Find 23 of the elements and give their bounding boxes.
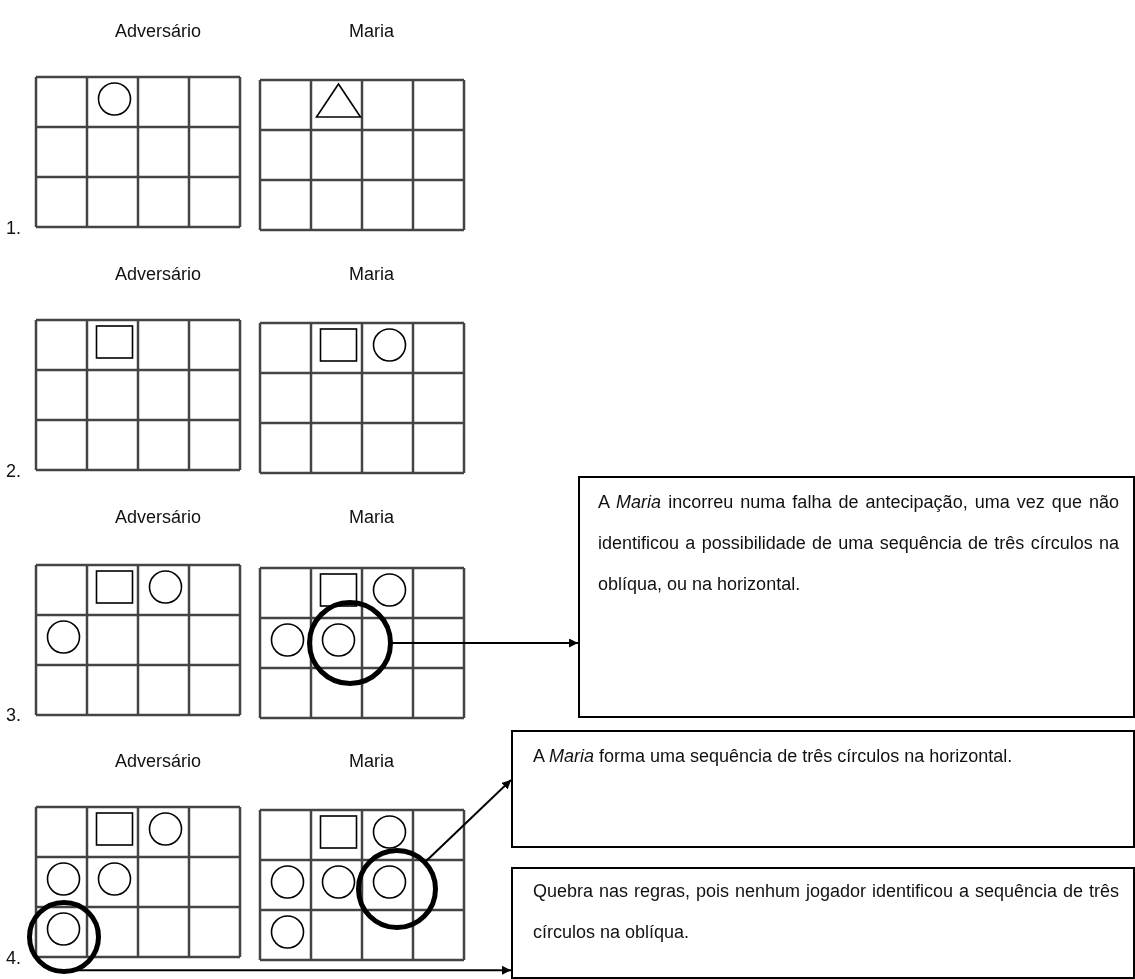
row-number: 1.	[6, 217, 21, 239]
highlight-ring	[307, 600, 393, 686]
callout-box	[578, 476, 1135, 718]
highlight-ring	[27, 900, 101, 974]
arrow	[424, 779, 512, 864]
callout-text: Quebra nas regras, pois nenhum jogador identificou a sequência de três círculos na oblíqua.	[533, 880, 1119, 944]
callout-text: A Maria forma uma sequência de três círculos na horizontal.	[533, 745, 1014, 768]
row-number: 4.	[6, 947, 21, 969]
callout-box	[511, 730, 1135, 848]
arrow	[390, 638, 579, 648]
player-label: Maria	[349, 263, 394, 285]
player-label: Maria	[349, 750, 394, 772]
callout-box	[511, 867, 1135, 979]
player-label: Adversário	[115, 506, 202, 528]
highlight-ring	[356, 848, 438, 930]
player-label: Maria	[349, 506, 394, 528]
row-number: 3.	[6, 704, 21, 726]
player-label: Maria	[349, 20, 394, 42]
callout-text: A Maria incorreu numa falha de antecipação, uma vez que não identificou a possibilidade de uma sequência de três círculos na oblíqua, ou na horizontal.	[598, 491, 1119, 596]
player-label: Adversário	[115, 263, 202, 285]
row-number: 2.	[6, 460, 21, 482]
player-label: Adversário	[115, 20, 202, 42]
player-label: Adversário	[115, 750, 202, 772]
